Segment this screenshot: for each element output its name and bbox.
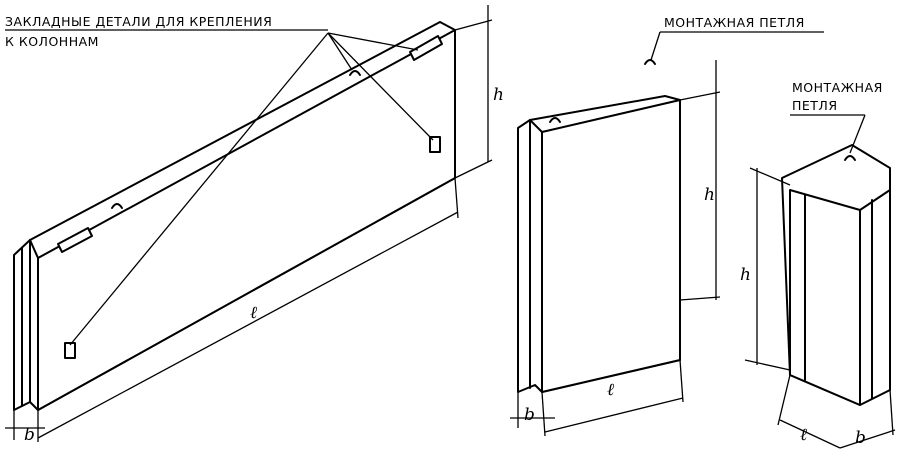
embedded-parts-label-2: К КОЛОННАМ	[5, 34, 99, 49]
embedded-plate	[429, 136, 441, 153]
lifting-loop-label-right-2: ПЕТЛЯ	[792, 98, 838, 113]
embedded-parts-label: ЗАКЛАДНЫЕ ДЕТАЛИ ДЛЯ КРЕПЛЕНИЯ	[5, 14, 272, 29]
dimension-b-long-panel: b	[24, 425, 35, 445]
tall-panel-front-face	[541, 99, 681, 393]
dimension-h-corner-panel: h	[740, 265, 751, 285]
lifting-loop-icon	[644, 59, 656, 65]
lifting-loop-icon	[349, 70, 361, 76]
corner-panel-front-face	[789, 189, 861, 406]
tall-wall-panel	[510, 31, 824, 437]
lifting-loop-icon	[844, 155, 856, 161]
dimension-l-corner-panel: ℓ	[800, 425, 807, 445]
dimension-b-corner-panel: b	[855, 428, 866, 448]
dimension-h-tall-panel: h	[704, 185, 715, 205]
corner-panel	[744, 114, 896, 449]
dimension-h-long-panel: h	[493, 85, 504, 105]
lifting-loop-label-right: МОНТАЖНАЯ	[792, 80, 883, 95]
embedded-plate	[57, 227, 93, 253]
lifting-loop-icon	[111, 203, 123, 209]
lifting-loop-icon	[549, 117, 561, 123]
dimension-b-tall-panel: b	[524, 405, 535, 425]
long-wall-panel	[5, 5, 493, 442]
dimension-l-long-panel: ℓ	[250, 303, 257, 323]
dimension-l-tall-panel: ℓ	[607, 380, 614, 400]
lifting-loop-label: МОНТАЖНАЯ ПЕТЛЯ	[664, 15, 805, 30]
embedded-plate	[64, 342, 76, 359]
embedded-plate	[409, 35, 443, 61]
